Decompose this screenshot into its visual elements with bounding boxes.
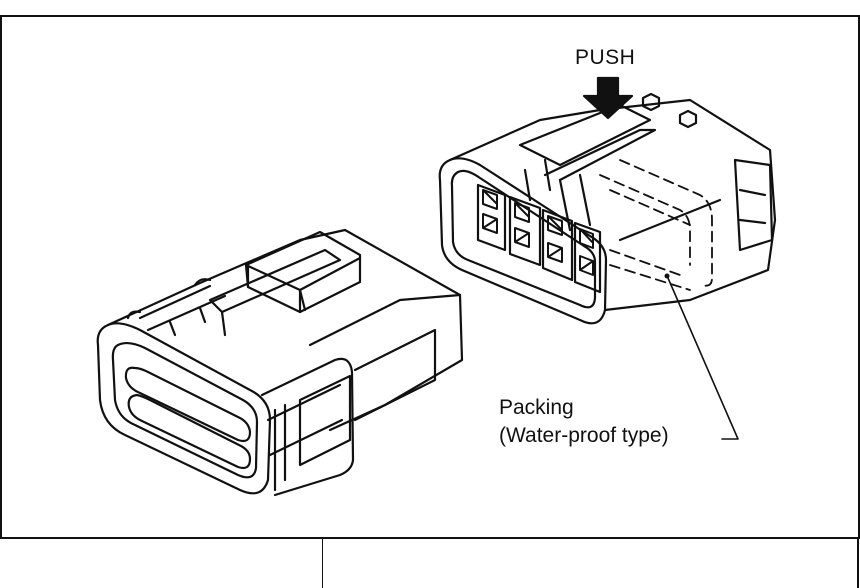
packing-label: Packing xyxy=(499,396,574,419)
push-label: PUSH xyxy=(575,46,636,69)
female-connector-drawing xyxy=(438,92,777,325)
leader-dot xyxy=(664,273,670,279)
male-connector-drawing xyxy=(96,228,464,497)
footer-divider xyxy=(322,537,323,588)
packing-type-label: (Water-proof type) xyxy=(499,424,669,447)
footer-right-border xyxy=(857,537,859,588)
packing-leader-line xyxy=(667,277,739,440)
push-arrow xyxy=(582,76,634,120)
